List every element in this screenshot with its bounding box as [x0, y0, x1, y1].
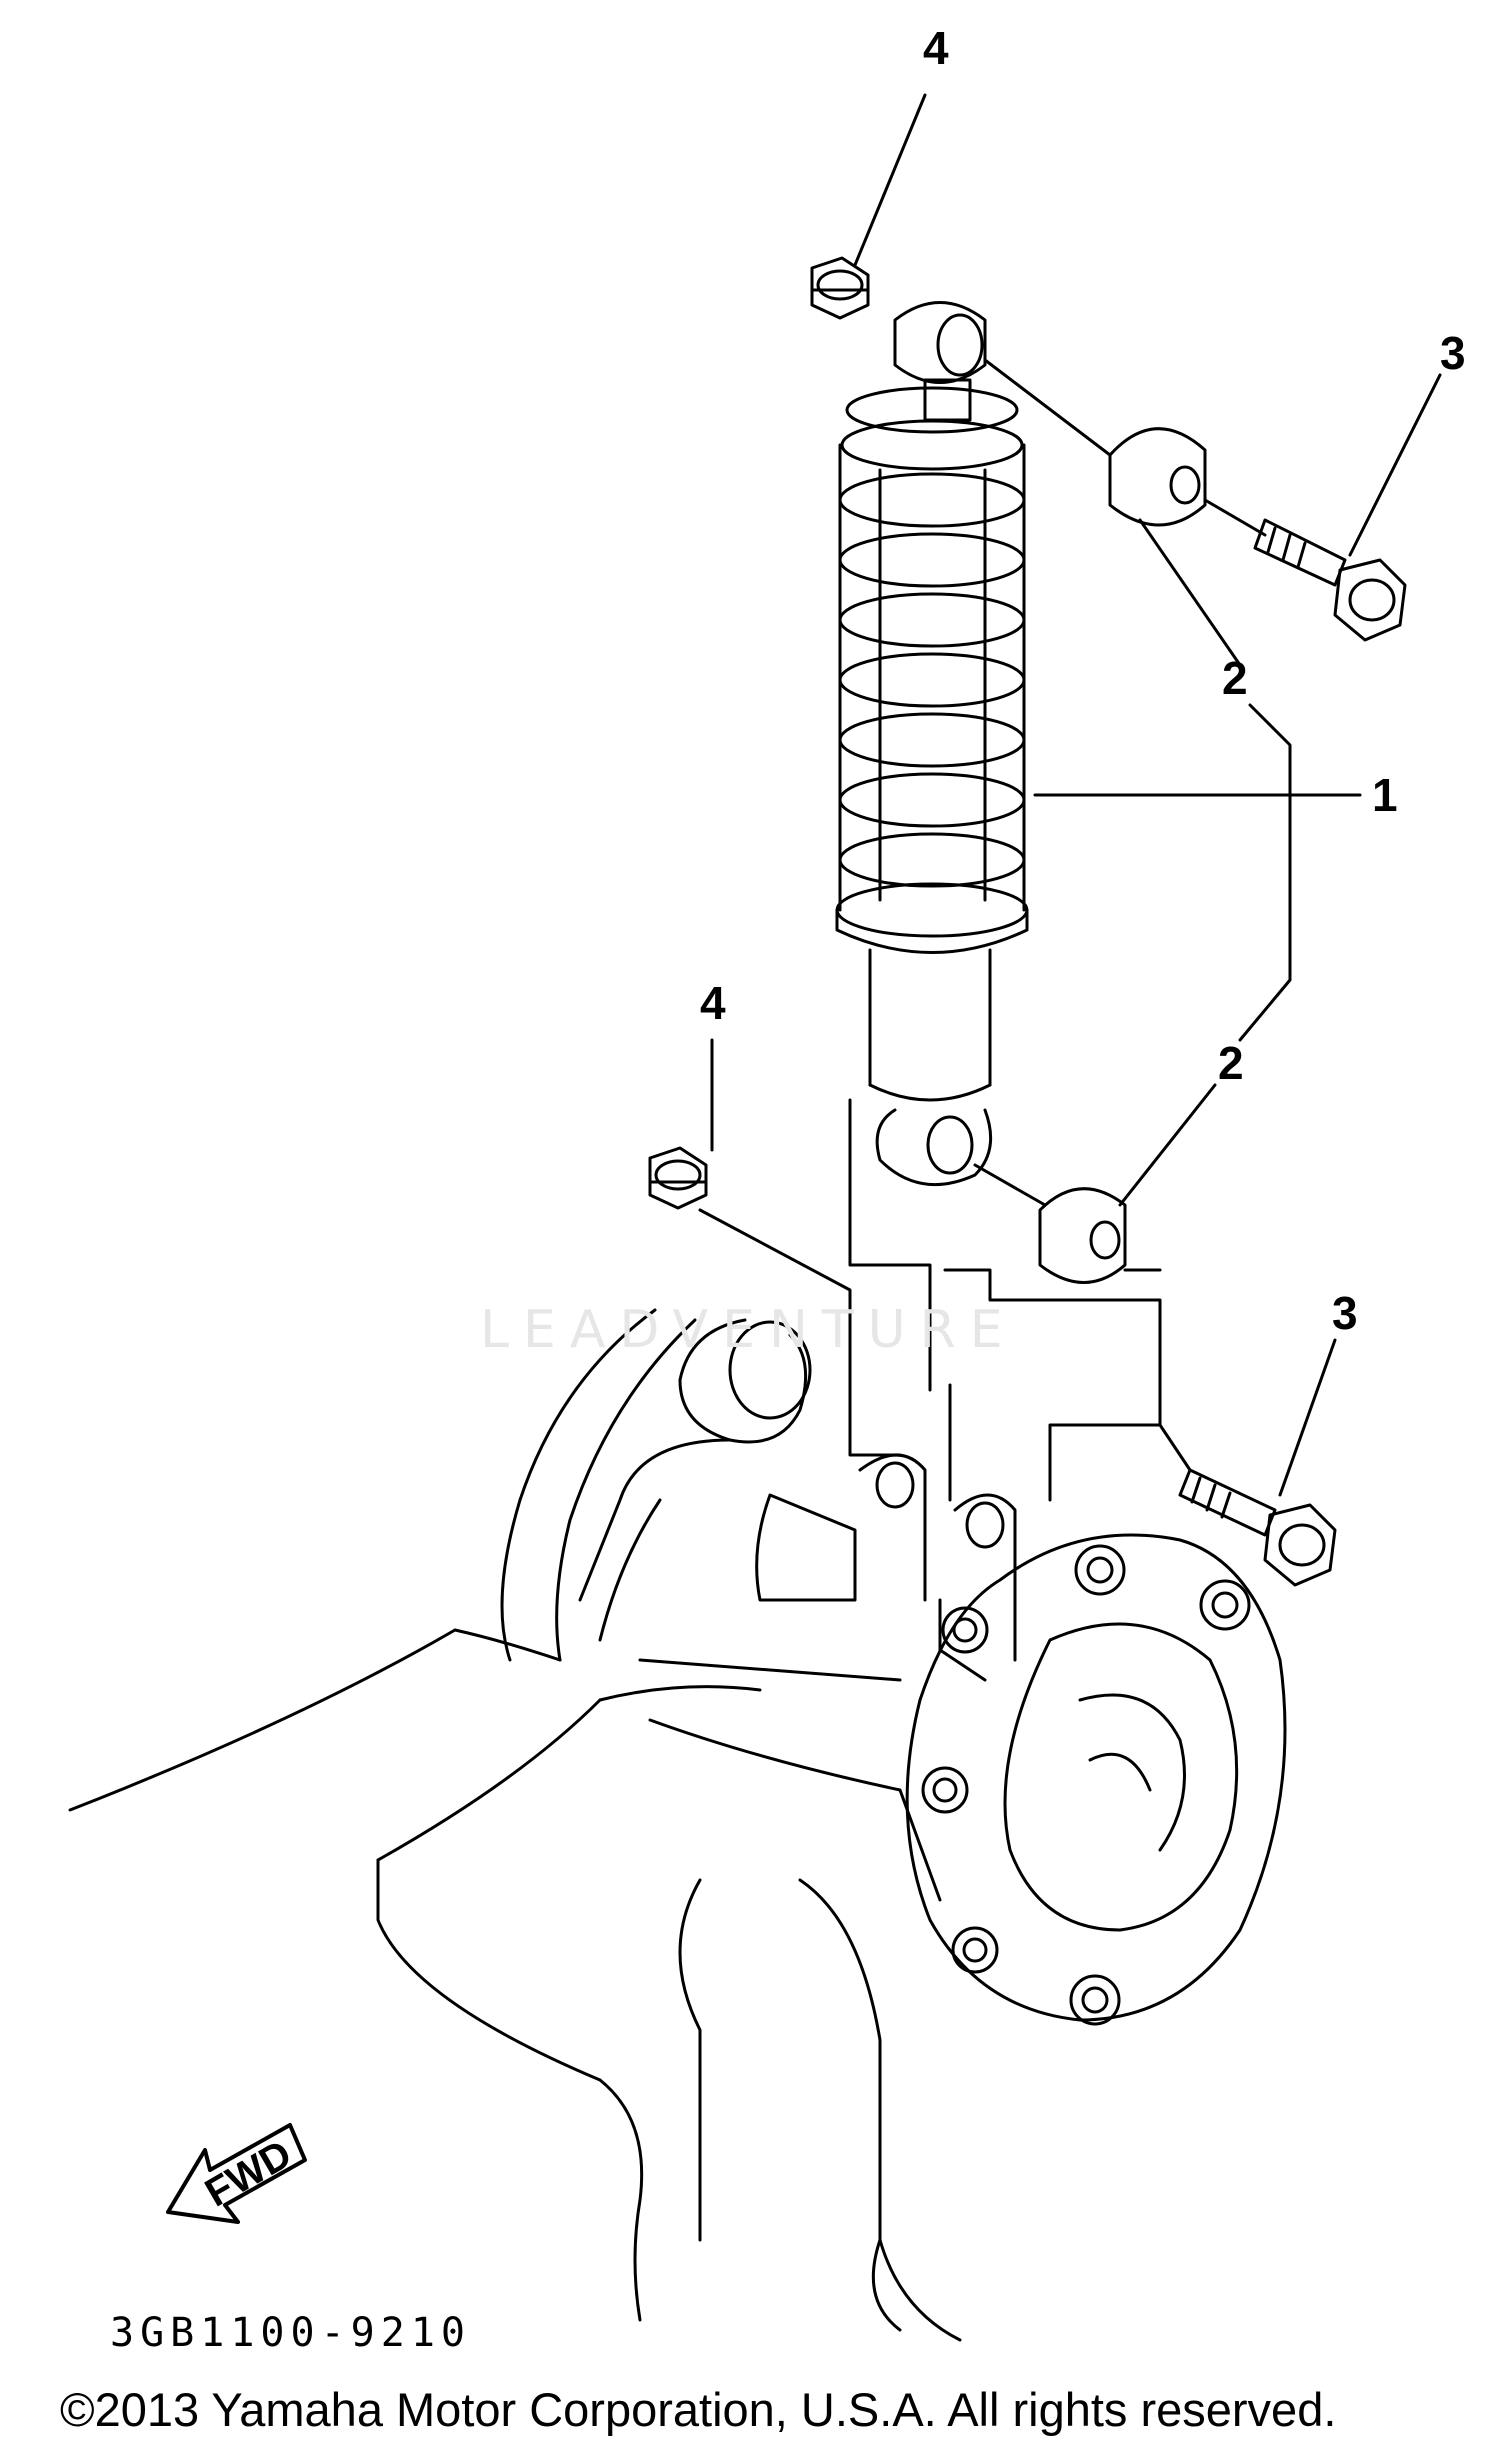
callout-bolt-bottom: 3: [1332, 1287, 1358, 1339]
copyright-notice: ©2013 Yamaha Motor Corporation, U.S.A. A…: [60, 2383, 1337, 2436]
callout-collar-top: 2: [1222, 652, 1248, 704]
shock-body: [868, 948, 993, 1187]
wheel-hub: [905, 1533, 1287, 2026]
shock-top-eye: [893, 301, 987, 422]
bottom-bolt: [1178, 1468, 1337, 1587]
fwd-arrow: FWD: [166, 2123, 307, 2224]
callout-collar-bottom: 2: [1218, 1037, 1244, 1089]
top-nut: [810, 256, 870, 320]
callout-nut-top: 4: [923, 22, 949, 74]
bottom-nut: [648, 1146, 708, 1210]
axle-housing: [68, 1308, 1017, 2342]
top-collar: [983, 358, 1207, 527]
fwd-label: FWD: [198, 2132, 299, 2216]
shock-spring: [835, 386, 1029, 954]
assembly-guides: [698, 1098, 1192, 1502]
top-bolt: [1203, 498, 1407, 642]
drawing-number: 3GB1100-9210: [110, 2310, 471, 2356]
leader-lines: [710, 93, 1442, 1497]
callout-shock: 1: [1372, 769, 1398, 821]
bottom-collar: [973, 1163, 1127, 1284]
watermark: LEADVENTURE: [480, 1300, 1017, 1360]
callout-bolt-top: 3: [1440, 327, 1466, 379]
callout-nut-bottom: 4: [700, 977, 726, 1029]
